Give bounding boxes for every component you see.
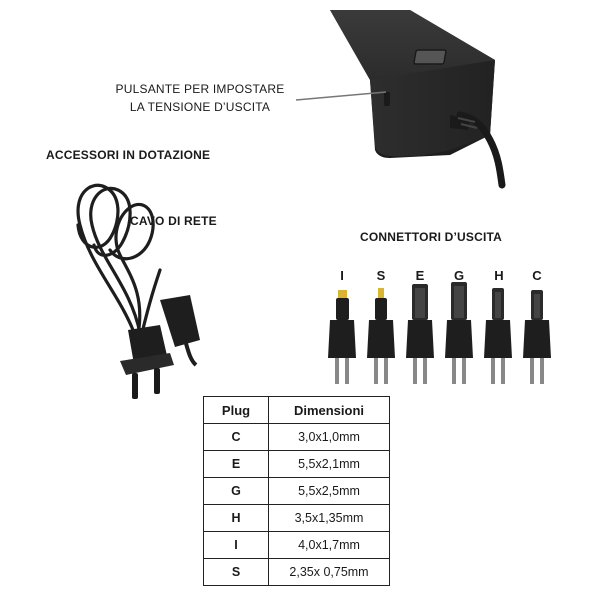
- table-header-plug: Plug: [203, 396, 269, 424]
- connector-plug-s: [367, 288, 395, 384]
- table-row: E 5,5x2,1mm: [203, 450, 390, 478]
- table-cell-plug: C: [203, 423, 269, 451]
- table-cell-plug: G: [203, 477, 269, 505]
- connector-plug-e: [406, 284, 434, 384]
- connector-letter-h: H: [494, 268, 504, 283]
- table-header-dimensions: Dimensioni: [268, 396, 390, 424]
- connector-letter-g: G: [453, 268, 465, 283]
- callout-line-1: PULSANTE PER IMPOSTARE: [115, 82, 285, 96]
- table-cell-dimensions: 5,5x2,1mm: [268, 450, 390, 478]
- table-cell-dimensions: 5,5x2,5mm: [268, 477, 390, 505]
- connector-letter-i: I: [340, 268, 344, 283]
- connector-letter-s: S: [376, 268, 386, 283]
- plug-dimensions-table: Plug Dimensioni C 3,0x1,0mm E 5,5x2,1mm …: [203, 396, 390, 586]
- connector-plug-h: [484, 288, 512, 384]
- table-cell-dimensions: 3,5x1,35mm: [268, 504, 390, 532]
- table-row: G 5,5x2,5mm: [203, 477, 390, 505]
- table-row: S 2,35x 0,75mm: [203, 558, 390, 586]
- table-header-row: Plug Dimensioni: [203, 396, 390, 424]
- connector-plug-i: [328, 290, 356, 384]
- power-cable-image: [76, 183, 200, 399]
- table-cell-dimensions: 4,0x1,7mm: [268, 531, 390, 559]
- table-cell-plug: S: [203, 558, 269, 586]
- callout-line-2: LA TENSIONE D’USCITA: [129, 100, 271, 114]
- table-row: H 3,5x1,35mm: [203, 504, 390, 532]
- connector-letter-e: E: [415, 268, 425, 283]
- table-cell-plug: H: [203, 504, 269, 532]
- table-cell-plug: I: [203, 531, 269, 559]
- output-connectors-image: [328, 282, 551, 384]
- power-cable-label: CAVO DI RETE: [130, 214, 217, 228]
- table-cell-plug: E: [203, 450, 269, 478]
- output-connectors-heading: CONNETTORI D’USCITA: [360, 230, 503, 244]
- voltage-button-callout: PULSANTE PER IMPOSTARE LA TENSIONE D’USC…: [100, 80, 300, 116]
- table-cell-dimensions: 2,35x 0,75mm: [268, 558, 390, 586]
- accessories-heading: ACCESSORI IN DOTAZIONE: [46, 148, 211, 162]
- connector-plug-g: [445, 282, 473, 384]
- connector-letter-c: C: [532, 268, 542, 283]
- table-cell-dimensions: 3,0x1,0mm: [268, 423, 390, 451]
- power-adapter-image: [330, 10, 506, 189]
- table-row: I 4,0x1,7mm: [203, 531, 390, 559]
- table-row: C 3,0x1,0mm: [203, 423, 390, 451]
- connector-plug-c: [523, 290, 551, 384]
